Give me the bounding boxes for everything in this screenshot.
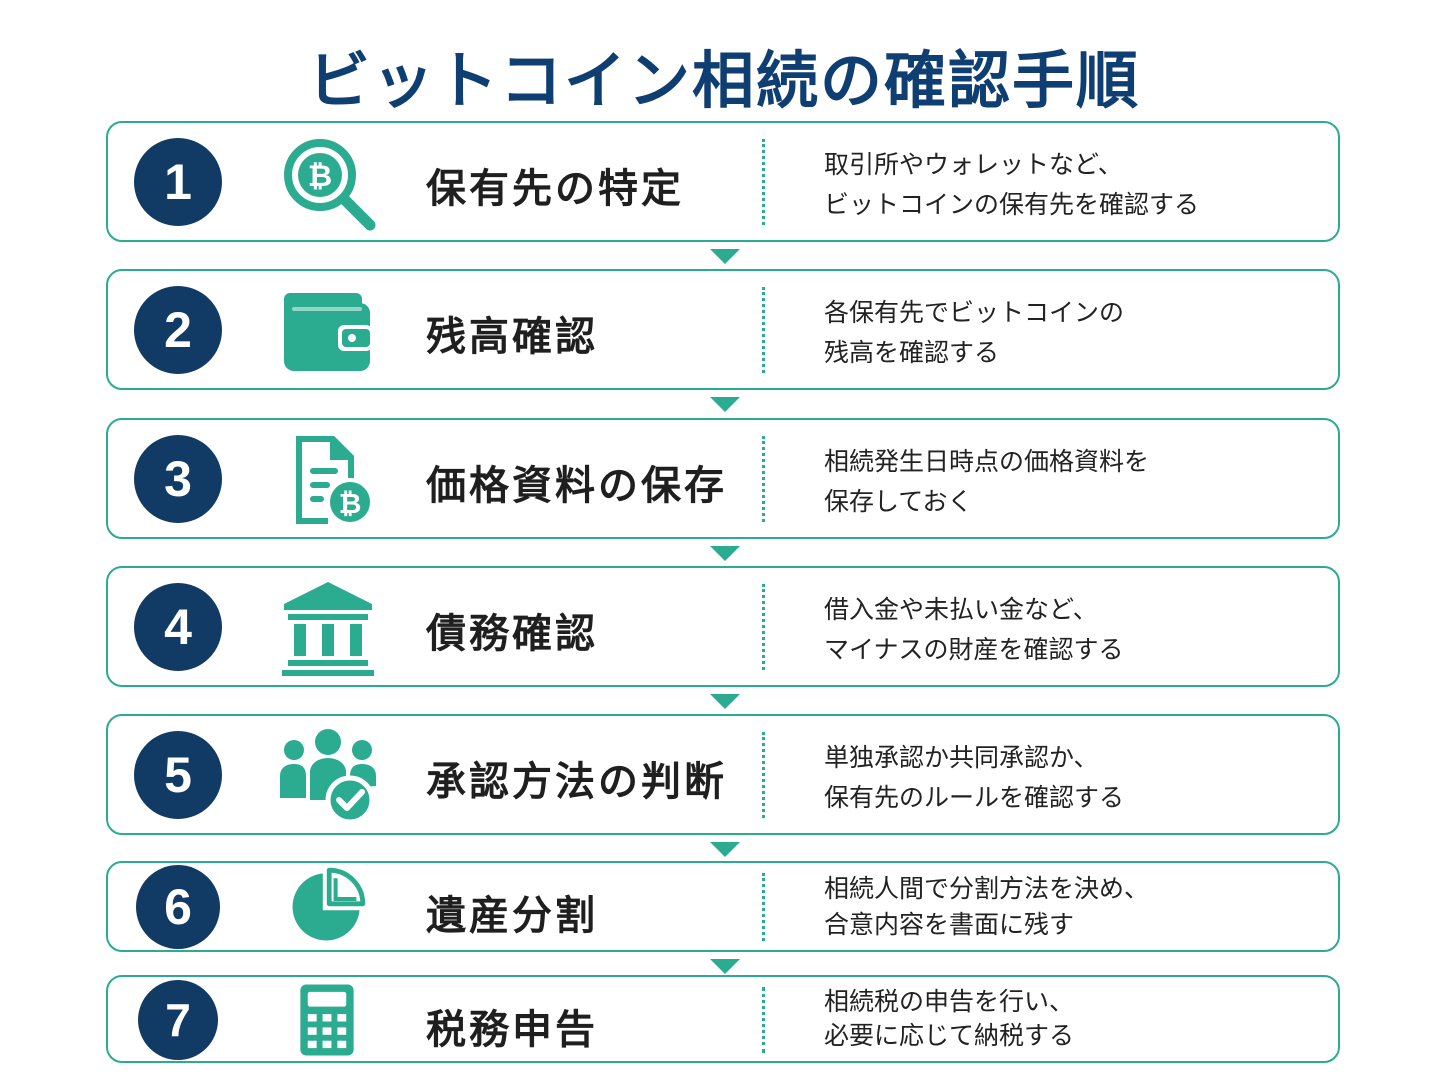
step-number-badge: 5 xyxy=(134,731,222,819)
step-description-line: 相続発生日時点の価格資料を xyxy=(824,447,1150,476)
step-number-badge: 4 xyxy=(134,583,222,671)
pie-chart-icon xyxy=(286,867,366,947)
step-description: 単独承認か共同承認か、 保有先のルールを確認する xyxy=(824,738,1324,818)
step-card-6: 6 遺産分割 相続人間で分割方法を決め、 合意内容を書面に残す xyxy=(106,861,1340,952)
svg-text:₿: ₿ xyxy=(339,487,362,520)
step-description-line: 必要に応じて納税する xyxy=(824,1021,1075,1050)
step-description-line: 取引所やウォレットなど、 xyxy=(824,150,1123,179)
step-card-7: 7 税務申告 相続税の申告を行い、 必要に応じて納税する xyxy=(106,975,1340,1063)
step-description-line: 保存しておく xyxy=(824,487,973,516)
step-divider xyxy=(762,436,765,522)
step-title: 保有先の特定 xyxy=(426,166,684,212)
wallet-icon xyxy=(278,281,378,381)
step-number-badge: 7 xyxy=(138,980,218,1060)
step-description-line: 相続人間で分割方法を決め、 xyxy=(824,874,1150,903)
step-card-4: 4 債務確認 借入金や未払い金など、 マイナスの財産を確認する xyxy=(106,566,1340,687)
step-description: 相続税の申告を行い、 必要に応じて納税する xyxy=(824,985,1324,1053)
step-divider xyxy=(762,139,765,225)
people-check-icon xyxy=(278,726,378,826)
step-title: 遺産分割 xyxy=(426,893,598,939)
step-description-line: 各保有先でビットコインの xyxy=(824,298,1125,327)
step-divider xyxy=(762,987,765,1053)
bitcoin-document-icon: ₿ xyxy=(278,430,378,530)
step-title: 税務申告 xyxy=(426,1007,598,1053)
step-arrow xyxy=(710,546,740,561)
step-description-line: 借入金や未払い金など、 xyxy=(824,595,1098,624)
step-description: 相続人間で分割方法を決め、 合意内容を書面に残す xyxy=(824,871,1324,943)
step-card-2: 2 残高確認 各保有先でビットコインの 残高を確認する xyxy=(106,269,1340,390)
step-description: 借入金や未払い金など、 マイナスの財産を確認する xyxy=(824,590,1324,670)
step-title: 残高確認 xyxy=(426,314,598,360)
step-number-badge: 2 xyxy=(134,286,222,374)
step-divider xyxy=(762,584,765,670)
step-description-line: 単独承認か共同承認か、 xyxy=(824,743,1099,772)
svg-text:₿: ₿ xyxy=(308,159,332,194)
step-arrow xyxy=(710,694,740,709)
page-title: ビットコイン相続の確認手順 xyxy=(307,44,1140,117)
step-title: 承認方法の判断 xyxy=(426,759,727,805)
step-arrow xyxy=(710,959,740,974)
step-arrow xyxy=(710,249,740,264)
step-description-line: 残高を確認する xyxy=(824,338,1000,367)
step-description-line: ビットコインの保有先を確認する xyxy=(824,190,1200,219)
step-description-line: 保有先のルールを確認する xyxy=(824,783,1125,812)
step-card-5: 5 承認方法の判断 単独承認か共同承認か、 保有先のルールを確認する xyxy=(106,714,1340,835)
step-number-badge: 3 xyxy=(134,435,222,523)
step-card-3: 3 ₿ 価格資料の保存 相続発生日時点の価格資料を 保存しておく xyxy=(106,418,1340,539)
step-description-line: 合意内容を書面に残す xyxy=(824,910,1075,939)
step-description-line: マイナスの財産を確認する xyxy=(824,635,1124,664)
step-number-badge: 1 xyxy=(134,138,222,226)
bank-icon xyxy=(278,578,378,678)
step-divider xyxy=(762,287,765,373)
step-description: 取引所やウォレットなど、 ビットコインの保有先を確認する xyxy=(824,145,1324,225)
step-title: 債務確認 xyxy=(426,611,598,657)
step-divider xyxy=(762,732,765,818)
step-arrow xyxy=(710,397,740,412)
step-card-1: 1 ₿ 保有先の特定 取引所やウォレットなど、 ビットコインの保有先を確認する xyxy=(106,121,1340,242)
step-description: 相続発生日時点の価格資料を 保存しておく xyxy=(824,442,1324,522)
calculator-icon xyxy=(290,983,364,1057)
step-title: 価格資料の保存 xyxy=(426,463,727,509)
step-number-badge: 6 xyxy=(136,865,220,949)
step-description-line: 相続税の申告を行い、 xyxy=(824,987,1075,1016)
bitcoin-search-icon: ₿ xyxy=(278,133,378,233)
step-description: 各保有先でビットコインの 残高を確認する xyxy=(824,293,1324,373)
step-arrow xyxy=(710,842,740,857)
step-divider xyxy=(762,873,765,941)
